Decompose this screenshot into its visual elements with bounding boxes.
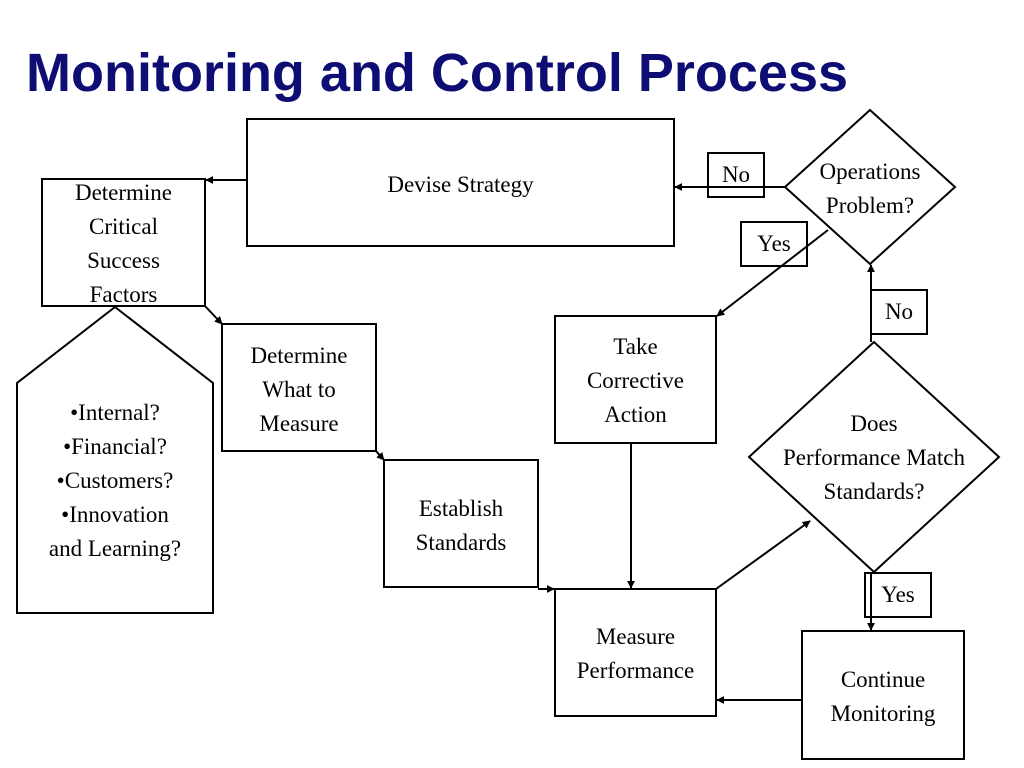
factor-list-shape [16,305,214,614]
arrow-operations-to-corrective-action [716,229,829,317]
arrow-what-to-measure-to-standards [375,450,385,461]
arrow-measure-to-performance-match [715,520,811,590]
no-label-box-top [707,152,765,198]
yes-label-box-top [740,221,808,267]
arrow-factors-to-what-to-measure [204,305,223,325]
critical-success-factors-box [41,178,206,307]
operations-problem-diamond [783,108,957,266]
measure-performance-box [554,588,717,717]
page-title: Monitoring and Control Process [26,43,849,103]
no-label-box-right [870,289,928,335]
what-to-measure-box [221,323,377,452]
establish-standards-box [383,459,539,588]
devise-strategy-box [246,118,675,247]
continue-monitoring-box [801,630,965,760]
corrective-action-box [554,315,717,444]
yes-label-box-bottom [864,572,932,618]
